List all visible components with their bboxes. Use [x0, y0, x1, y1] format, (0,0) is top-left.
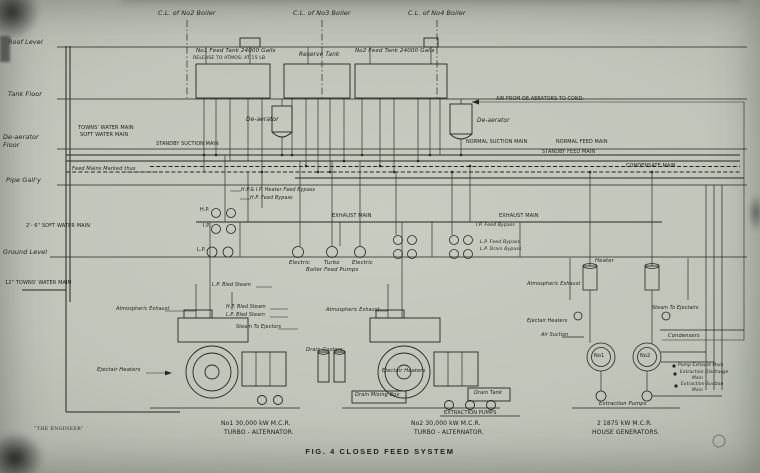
label-standby-suction-main: STANDBY SUCTION MAIN	[156, 141, 219, 147]
label-c-l-of-no3-boiler: C.L. of No3 Boiler	[293, 9, 351, 17]
label-release-to-atmos-at-15-lb: RELEASE TO ATMOS: AT 15 LB	[193, 56, 266, 61]
label-extraction-pumps: Extraction Pumps	[599, 401, 647, 407]
label-turbo-alternator: TURBO - ALTERNATOR.	[224, 429, 294, 436]
label-ground-level: Ground Level	[3, 248, 48, 256]
label-ejectair-heaters: Ejectair Heaters	[382, 368, 426, 374]
label-condensers: Condensers	[668, 333, 700, 339]
label-no1-feed-tank-24000-galls: No1 Feed Tank 24000 Galls	[196, 48, 276, 54]
label-extraction-pumps: EXTRACTION PUMPS	[444, 410, 497, 416]
label-air-suction: Air Suction	[541, 333, 569, 338]
label-l-p-feed-bypass: L.P. Feed Bypass	[480, 240, 521, 245]
label-steam-to-ejectairs: Steam To Ejectairs	[652, 306, 699, 311]
label-atmospheric-exhaust: Atmospheric Exhaust	[116, 307, 170, 312]
feed-tanks	[195, 37, 448, 99]
label-extraction-discharge: Extraction Discharge	[680, 370, 729, 375]
label-i-p: I.P.	[203, 223, 211, 229]
label-12-towns-water-main: 12" TOWNS' WATER MAIN	[5, 280, 72, 286]
publication-credit: “THE ENGINEER”	[34, 427, 84, 432]
label-ejectair-heaters: Ejectair Heaters	[527, 319, 568, 324]
label-normal-suction-main: NORMAL SUCTION MAIN	[466, 139, 528, 145]
label-h-p: H.P.	[200, 207, 210, 213]
label-standby-feed-main: STANDBY FEED MAIN	[542, 149, 596, 155]
press-mark	[712, 434, 726, 448]
label-pipe-gall-y: Pipe Gall'y	[6, 176, 41, 184]
house-generators-plant	[562, 172, 689, 409]
label-turbo-alternator: TURBO - ALTERNATOR.	[414, 429, 484, 436]
label-heater: Heater	[595, 258, 615, 264]
air-line	[472, 99, 745, 341]
feed-heaters-and-pumps	[206, 208, 473, 259]
label-steam-to-ejectors: Steam To Ejectors	[236, 325, 282, 330]
label-de-aerator: De-aerator	[3, 133, 39, 141]
label-no1-30-000-kw-m-c-r: No1 30,000 kW M.C.R.	[221, 420, 291, 427]
label-de-aerator: De-aerator	[477, 118, 510, 124]
label-air-from-de-aerators-to-cond: AIR FROM DE-AERATORS TO COND:	[496, 97, 585, 102]
suction-and-feed-mains	[66, 154, 744, 179]
label-feed-mains-marked-thus: Feed Mains Marked thus	[72, 166, 136, 172]
label-no1: No1	[594, 353, 605, 359]
label-leader-lines	[126, 171, 388, 376]
label-extraction-suction: Extraction Suction	[681, 382, 724, 387]
label-condensate-main: CONDENSATE MAIN	[626, 163, 676, 169]
label-l-p-bled-steam: L.P. Bled Steam	[212, 283, 251, 288]
label-c-l-of-no2-boiler: C.L. of No2 Boiler	[158, 9, 216, 17]
label-exhaust-main: EXHAUST MAIN	[332, 213, 372, 219]
boiler-centre-lines	[186, 20, 438, 98]
label-no2-feed-tank-24000-galls: No2 Feed Tank 24000 Galls	[355, 48, 435, 54]
label-drain-tank: Drain Tank	[474, 390, 502, 396]
label-atmospheric-exhaust: Atmospheric Exhaust	[326, 308, 380, 313]
label-l-p-drain-bypass: L.P. Drain Bypass	[480, 247, 522, 252]
label-h-p-bled-steam: H.P. Bled Steam	[226, 305, 266, 310]
label-soft-water-main: SOFT WATER MAIN	[80, 132, 129, 138]
label-i-p-feed-bypass: I.P. Feed Bypass	[476, 223, 515, 228]
label-electric: Electric	[352, 260, 373, 266]
label-normal-feed-main: NORMAL FEED MAIN	[556, 139, 608, 145]
label-reserve-tank: Reserve Tank	[299, 52, 340, 58]
label-pump-exhaust-main: Pump Exhaust Main	[678, 363, 724, 368]
turbo-alternator-no1	[150, 284, 346, 409]
label-2-1875-kw-m-c-r: 2 1875 kW M.C.R.	[597, 420, 653, 427]
label-h-p-i-p-heater-feed-bypass: H.P.& I.P. Heater Feed Bypass	[241, 188, 316, 193]
label-drain-mixing-box: Drain Mixing Box	[355, 392, 400, 398]
arrow-right-icon	[165, 370, 172, 376]
label-ejectair-heaters: Ejectair Heaters	[97, 367, 141, 373]
towns-water-main-lines	[22, 46, 180, 413]
label-boiler-feed-pumps: Boiler Feed Pumps	[306, 267, 359, 273]
label-c-l-of-no4-boiler: C.L. of No4 Boiler	[408, 9, 466, 17]
label-tank-floor: Tank Floor	[8, 90, 43, 98]
label-exhaust-main: EXHAUST MAIN	[499, 213, 539, 219]
arrow-left-icon	[472, 99, 479, 105]
label-de-aerator: De-aerator	[246, 117, 279, 123]
label-l-p: L.P.	[197, 247, 206, 253]
label-no2-30-000-kw-m-c-r: No2 30,000 kW M.C.R.	[411, 420, 481, 427]
extraction-mains-lines	[652, 185, 744, 397]
turbo-alternator-no2	[342, 284, 500, 409]
label-l-p-bled-steam: L.P. Bled Steam	[226, 313, 265, 318]
label-floor: Floor	[3, 141, 20, 149]
label-h-p-feed-bypass: H.P. Feed Bypass	[250, 196, 293, 201]
label-main: Main	[692, 388, 703, 393]
label-2-6-soft-water-main: 2'- 6" SOFT WATER MAIN	[26, 223, 91, 229]
de-aerator-vessels	[271, 99, 473, 155]
drain-tanks-extraction-pumps	[351, 387, 520, 417]
label-atmospheric-exhaust: Atmospheric Exhaust	[527, 282, 581, 287]
label-main: Main	[692, 376, 703, 381]
label-electric: Electric	[289, 260, 310, 266]
label-turbo: Turbo	[324, 260, 340, 266]
label-no2: No2	[640, 353, 651, 359]
pipe-junction-dots	[202, 153, 654, 174]
label-towns-water-main: TOWNS' WATER MAIN	[78, 125, 134, 131]
label-drain-coolers: Drain Coolers	[306, 347, 343, 353]
label-roof-level: Roof Level	[8, 38, 43, 46]
label-house-generators: HOUSE GENERATORS.	[592, 429, 660, 436]
figure-caption: FIG. 4 CLOSED FEED SYSTEM	[305, 447, 455, 456]
floor-level-lines	[50, 46, 747, 258]
